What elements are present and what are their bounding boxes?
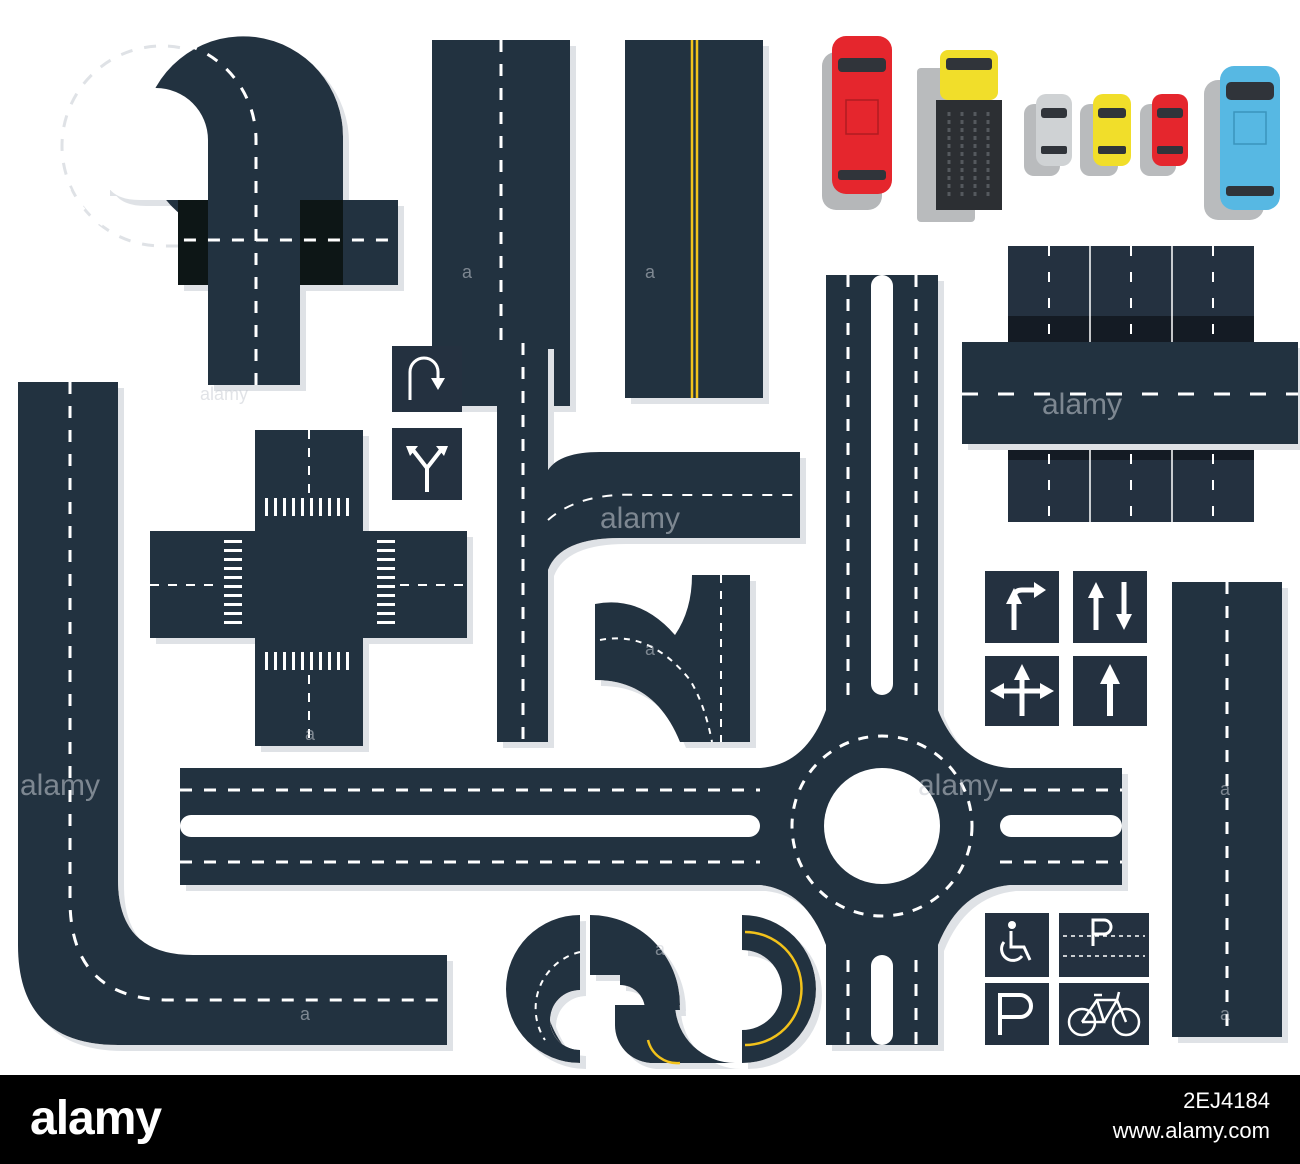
cross-markings bbox=[150, 430, 467, 746]
arrow-signs bbox=[985, 571, 1147, 726]
small-red-car bbox=[1140, 94, 1188, 176]
watermark-text: alamy bbox=[20, 769, 100, 802]
watermark-letter: a bbox=[462, 262, 473, 282]
watermark-letter: a bbox=[655, 939, 666, 959]
silver-car bbox=[1024, 94, 1072, 176]
three-way-arrow-icon bbox=[990, 664, 1054, 716]
loop-road bbox=[54, 36, 398, 385]
curve-piece-2 bbox=[590, 915, 735, 1063]
watermark-text: alamy bbox=[918, 769, 998, 802]
bicycle-icon bbox=[1067, 991, 1141, 1037]
watermark-letter: a bbox=[300, 1004, 311, 1024]
watermark-text: alamy bbox=[1042, 388, 1122, 421]
up-arrow-icon bbox=[1100, 664, 1120, 716]
watermark-letter: a bbox=[1220, 779, 1231, 799]
footer-bar bbox=[0, 1075, 1300, 1164]
watermark-text: alamy bbox=[200, 384, 248, 404]
u-turn-icon bbox=[408, 356, 440, 400]
parking-p-icon bbox=[998, 993, 1033, 1035]
site-url[interactable]: www.alamy.com bbox=[1112, 1118, 1270, 1143]
sign-u-turn bbox=[392, 346, 462, 412]
sign-fork bbox=[392, 428, 462, 500]
watermark-letter: a bbox=[1220, 1004, 1231, 1024]
yellow-car bbox=[1080, 94, 1131, 176]
l-shaped-road bbox=[18, 382, 447, 1045]
watermark-text: alamy bbox=[600, 502, 680, 535]
curve-piece-1 bbox=[506, 915, 580, 1063]
l-road-centerline bbox=[68, 382, 447, 1002]
two-way-arrow-icon bbox=[1088, 582, 1132, 630]
parking-p-icon bbox=[1091, 918, 1113, 946]
fork-arrow-icon bbox=[411, 448, 443, 492]
parking-signs bbox=[985, 913, 1149, 1045]
image-id: 2EJ4184 bbox=[1183, 1088, 1270, 1113]
overpass-bridge bbox=[962, 246, 1298, 522]
cross-intersection bbox=[150, 430, 467, 746]
watermark-letter: a bbox=[305, 724, 316, 744]
curve-piece-3 bbox=[742, 915, 816, 1063]
alamy-logo[interactable]: alamy bbox=[30, 1092, 162, 1145]
dump-truck bbox=[917, 50, 1002, 222]
roundabout-markings bbox=[180, 275, 1122, 1045]
watermarks: alamy alamy alamy alamy alamy a a a a a … bbox=[20, 262, 1231, 1024]
straight-road-yellow bbox=[625, 40, 763, 398]
blue-van bbox=[1204, 66, 1280, 220]
watermark-letter: a bbox=[645, 639, 656, 659]
red-van bbox=[822, 36, 892, 210]
image-info: 2EJ4184 www.alamy.com bbox=[1113, 1086, 1270, 1146]
vehicles bbox=[822, 36, 1280, 222]
t-junction-road bbox=[497, 343, 800, 742]
merge-road bbox=[595, 575, 750, 742]
road-kit-illustration: alamy alamy alamy alamy alamy a a a a a … bbox=[18, 36, 1298, 1065]
wheelchair-icon bbox=[1000, 921, 1032, 962]
watermark-letter: a bbox=[645, 262, 656, 282]
